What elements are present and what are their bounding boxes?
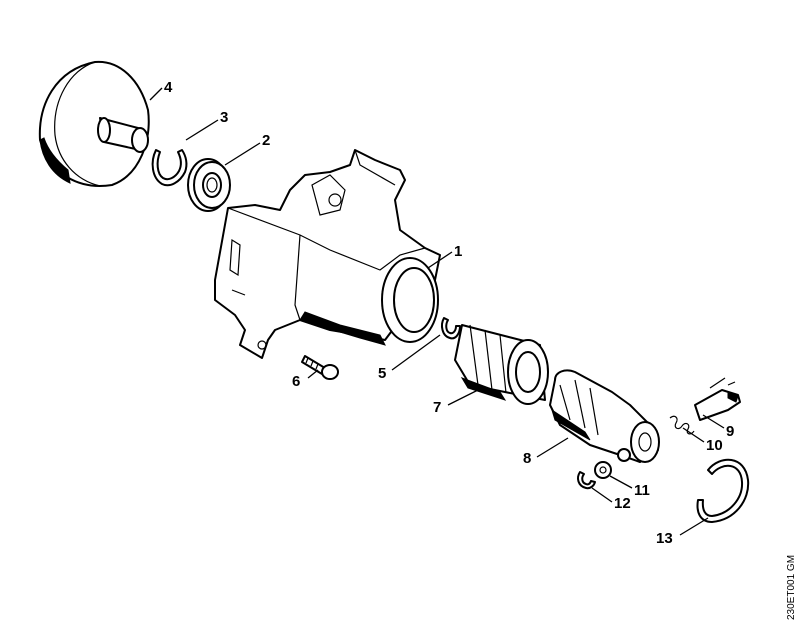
- screw: [301, 355, 339, 380]
- callout-10: 10: [706, 437, 723, 454]
- locking-pin: [694, 377, 741, 421]
- drawing-code: 230ET001 GM: [786, 555, 797, 620]
- spring: [669, 415, 695, 435]
- callout-4: 4: [164, 79, 173, 96]
- circlip-3: [151, 149, 188, 187]
- callout-13: 13: [656, 530, 673, 547]
- callout-3: 3: [220, 109, 228, 126]
- clutch-drum: [38, 60, 150, 187]
- e-clip: [577, 471, 596, 490]
- gear-housing: [214, 149, 441, 359]
- callout-12: 12: [614, 495, 631, 512]
- callout-2: 2: [262, 132, 270, 149]
- callout-6: 6: [292, 373, 300, 390]
- callout-9: 9: [726, 423, 734, 440]
- callout-8: 8: [523, 450, 531, 467]
- ball-bearing: [187, 158, 231, 212]
- washer: [594, 461, 612, 479]
- callout-1: 1: [454, 243, 462, 260]
- gear-shaft: [549, 369, 660, 463]
- large-circlip: [696, 458, 750, 523]
- callout-7: 7: [433, 399, 441, 416]
- callout-5: 5: [378, 365, 386, 382]
- callout-11: 11: [634, 482, 650, 499]
- circlip-5: [441, 317, 461, 340]
- splined-sleeve: [454, 324, 549, 405]
- leader-lines: [149, 87, 725, 536]
